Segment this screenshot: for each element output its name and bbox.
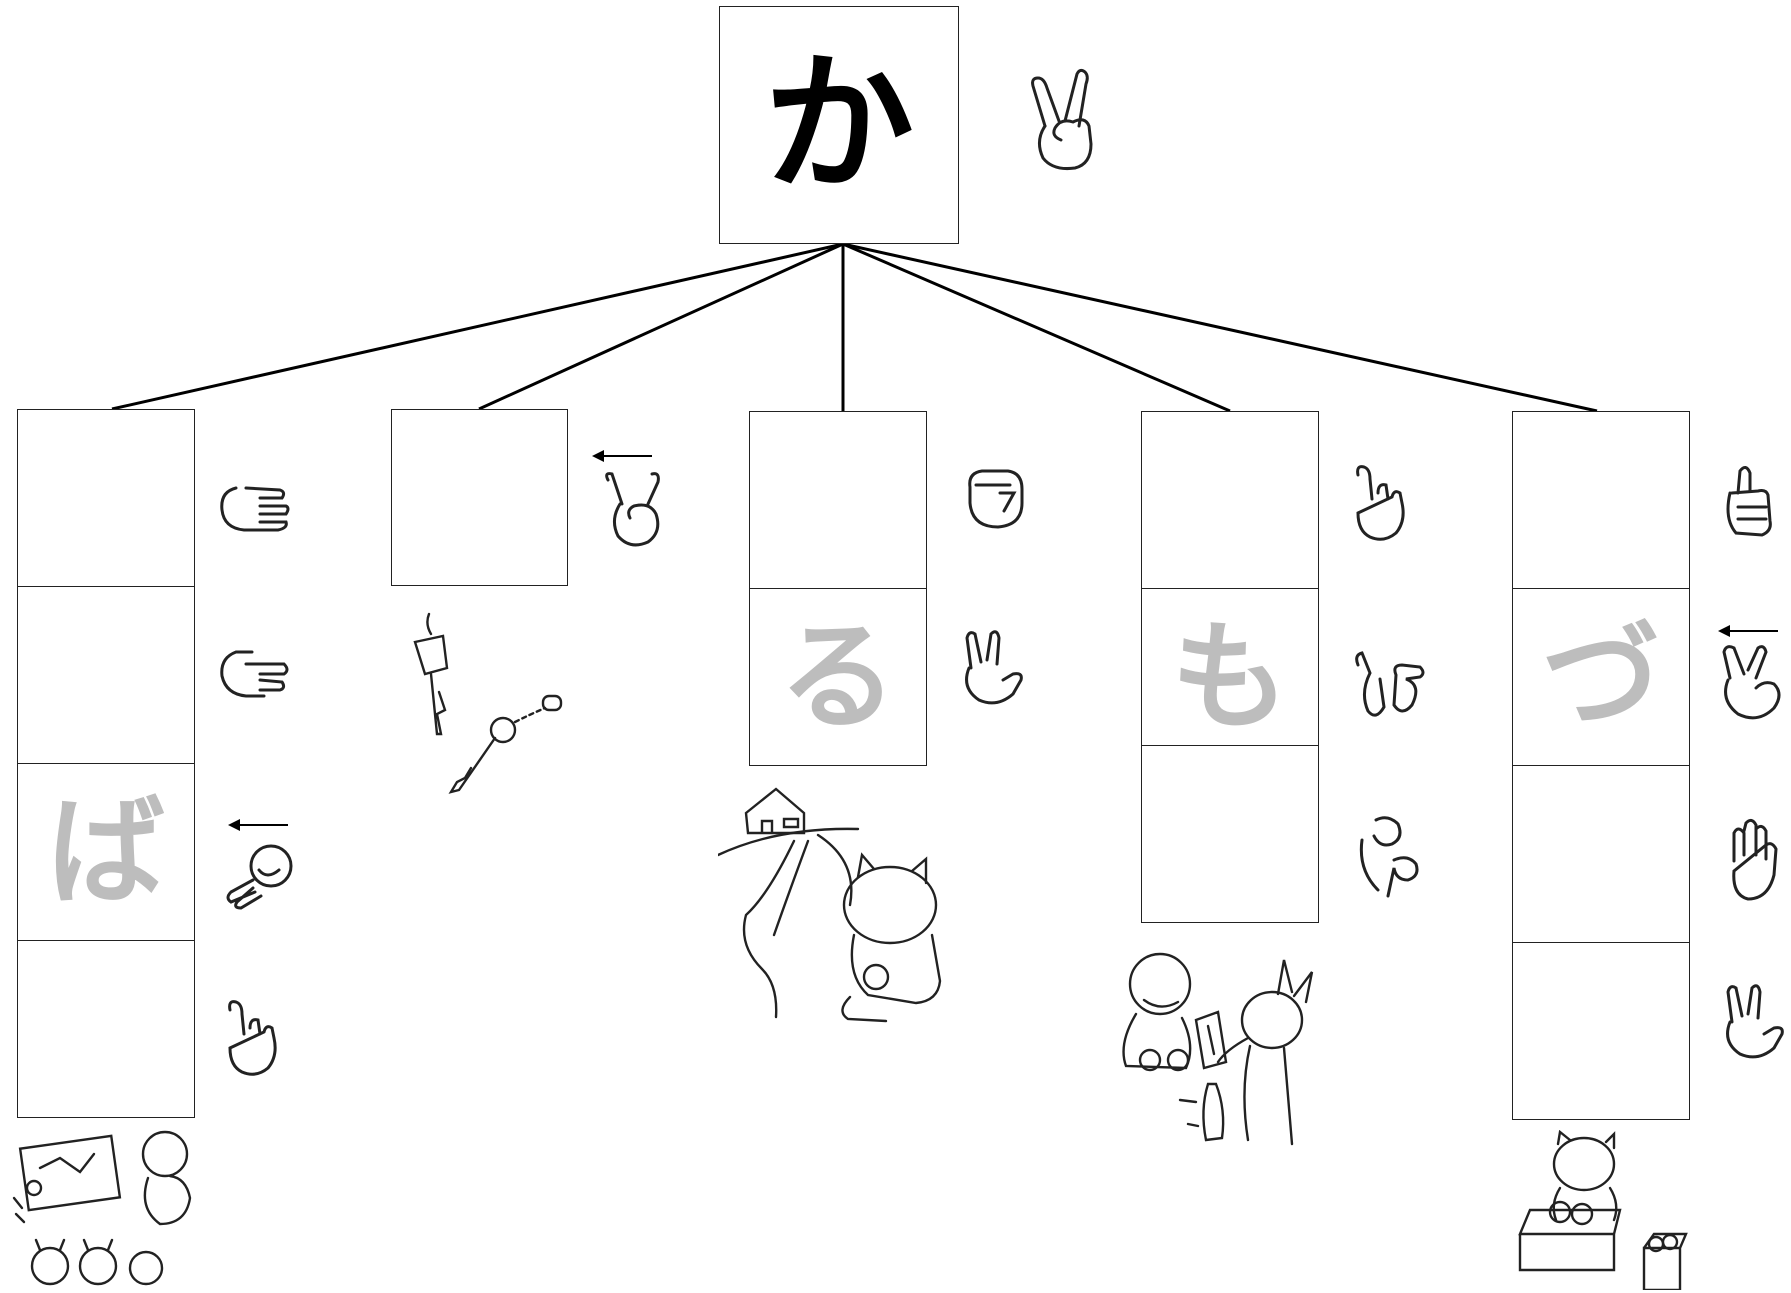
root-character: か xyxy=(764,50,914,200)
link-to-kazu xyxy=(843,244,1597,411)
link-to-kamo xyxy=(843,244,1230,411)
hand-sign-pinky-icon xyxy=(220,998,290,1078)
walking-home-illustration xyxy=(718,785,958,1025)
cell-kaeru-1[interactable]: る xyxy=(749,588,927,766)
hand-sign-open-icon xyxy=(1722,815,1782,905)
hint-character: ば xyxy=(47,793,165,911)
root-cell: か xyxy=(719,6,959,244)
link-to-ba xyxy=(112,244,843,409)
cell-kamo-1[interactable]: も xyxy=(1141,588,1319,766)
hint-character: も xyxy=(1171,618,1289,736)
cell-kazu-3[interactable] xyxy=(1512,942,1690,1120)
children-drawing-illustration xyxy=(10,1128,210,1293)
hand-sign-flat-icon xyxy=(216,478,296,538)
cell-kazu-0[interactable] xyxy=(1512,411,1690,589)
link-to-key xyxy=(479,244,843,409)
cell-ba-1[interactable] xyxy=(17,586,195,764)
hand-sign-two-hands-icon xyxy=(1350,645,1430,725)
cell-key-0[interactable] xyxy=(391,409,568,586)
hand-sign-v-bent-icon xyxy=(957,628,1027,708)
hand-sign-hook-icon xyxy=(223,840,303,910)
cell-kazu-1[interactable]: づ xyxy=(1512,588,1690,766)
hand-sign-horns-icon xyxy=(600,470,670,550)
cell-kaeru-0[interactable] xyxy=(749,411,927,589)
hand-sign-point-icon xyxy=(216,642,296,702)
cell-kazu-2[interactable] xyxy=(1512,765,1690,943)
keys-illustration xyxy=(385,610,565,800)
counting-boxes-illustration xyxy=(1510,1130,1690,1290)
hand-sign-v-icon xyxy=(1025,66,1105,176)
hint-character: る xyxy=(779,618,897,736)
giving-money-illustration xyxy=(1116,950,1346,1160)
cell-ba-3[interactable] xyxy=(17,940,195,1118)
hand-sign-v-crossed-icon xyxy=(1718,642,1788,722)
cell-kamo-2[interactable] xyxy=(1141,745,1319,923)
hand-sign-thumb-icon xyxy=(1718,463,1778,543)
hand-sign-pinky-icon xyxy=(1348,463,1418,543)
cell-ba-0[interactable] xyxy=(17,409,195,587)
arrow-left-icon xyxy=(226,815,290,835)
arrow-left-icon xyxy=(1716,621,1780,641)
hand-sign-moving-icon xyxy=(1358,810,1428,900)
hand-sign-v-bent-icon xyxy=(1718,982,1788,1062)
hint-character: づ xyxy=(1542,618,1660,736)
arrow-left-icon xyxy=(590,446,654,466)
cell-ba-2[interactable]: ば xyxy=(17,763,195,941)
cell-kamo-0[interactable] xyxy=(1141,411,1319,589)
hand-sign-fist-icon xyxy=(960,463,1030,533)
